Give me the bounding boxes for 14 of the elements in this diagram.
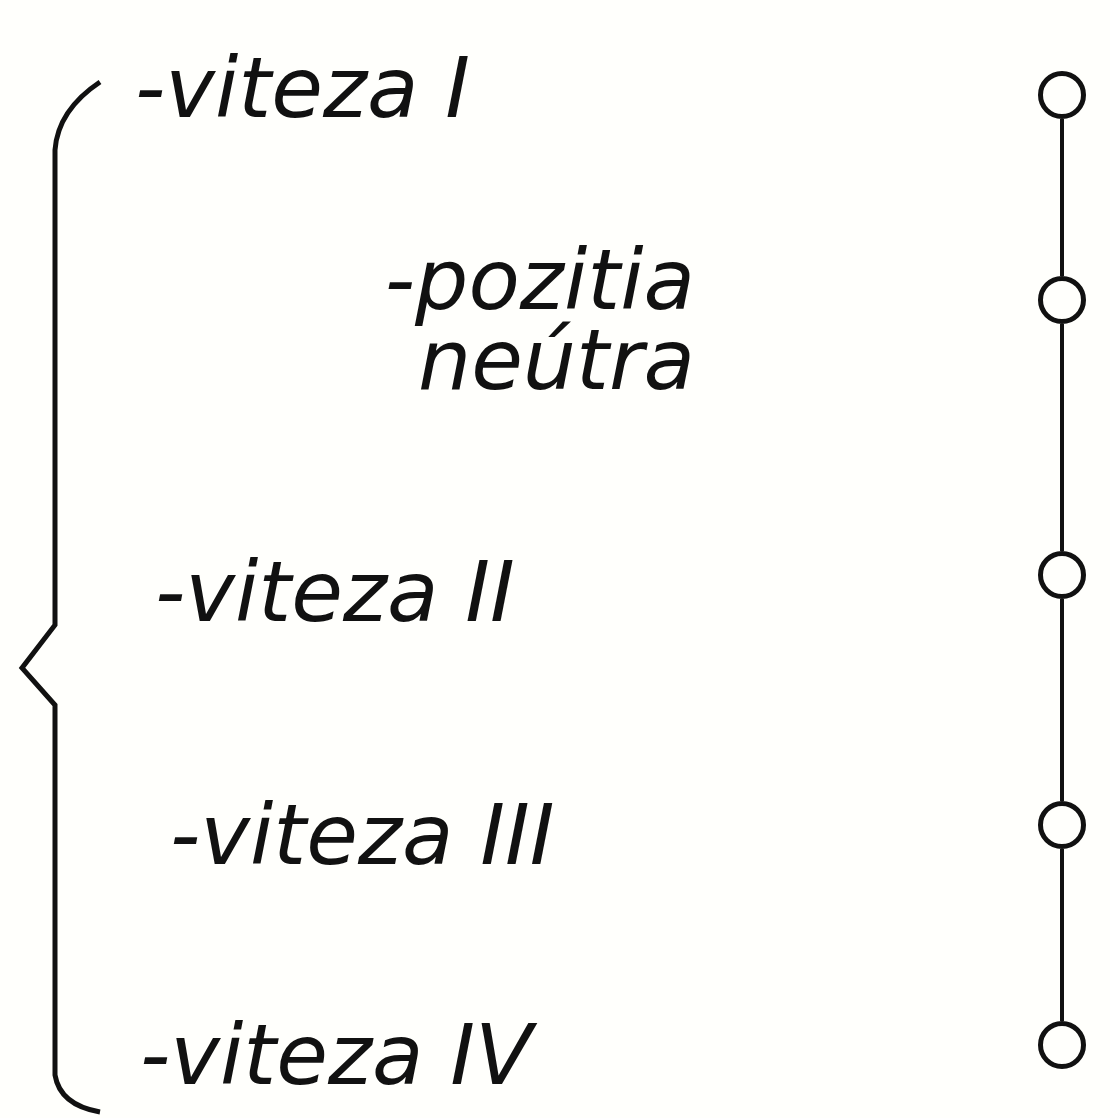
connecting-line (1060, 849, 1064, 1021)
position-circle (1038, 276, 1086, 324)
connecting-line (1060, 324, 1064, 551)
connecting-line (1060, 599, 1064, 801)
gear-position-label: -viteza I (135, 48, 471, 128)
position-circle (1038, 1021, 1086, 1069)
gear-position-label: -viteza III (170, 795, 556, 875)
position-circle (1038, 801, 1086, 849)
gear-position-label: -pozitia neútra (383, 240, 695, 400)
gear-position-label: -viteza IV (140, 1015, 940, 1095)
position-circle (1038, 551, 1086, 599)
gear-position-label: -viteza II (155, 552, 516, 632)
position-circle (1038, 71, 1086, 119)
connecting-line (1060, 119, 1064, 276)
